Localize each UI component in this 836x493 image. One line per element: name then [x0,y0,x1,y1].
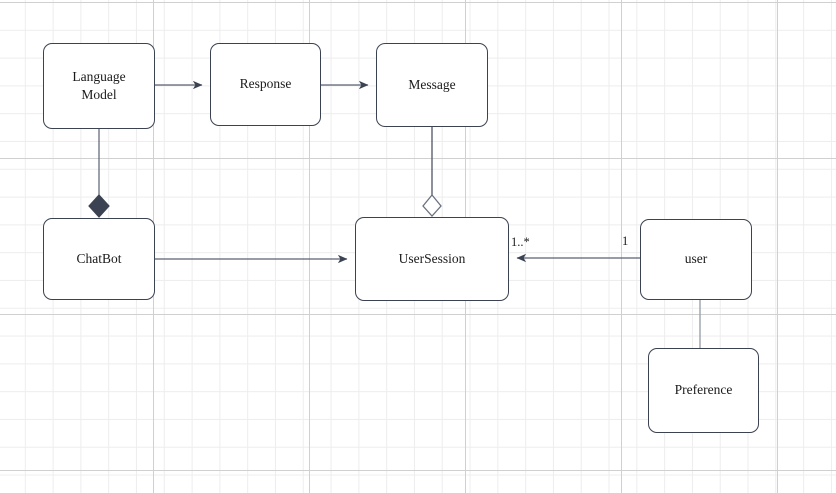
node-chatbot-label: ChatBot [76,250,122,266]
node-message-label: Message [408,76,456,92]
node-response[interactable]: Response [210,43,321,126]
multiplicity-label-user: 1 [622,234,629,248]
hollow-diamond-icon [422,193,442,217]
node-user[interactable]: user [640,219,752,300]
multiplicity-label-usersession: 1..* [511,235,530,249]
node-language-model-label-line2: Model [81,87,117,102]
node-message[interactable]: Message [376,43,488,127]
node-language-model[interactable]: Language Model [43,43,155,129]
node-preference[interactable]: Preference [648,348,759,433]
node-preference-label: Preference [674,382,733,398]
node-response-label: Response [239,76,292,92]
edge-message-to-usersession[interactable] [422,127,442,217]
filled-diamond-icon [88,194,110,218]
node-user-session-label: UserSession [398,250,466,266]
node-language-model-label-line1: Language [72,68,126,84]
node-user-session[interactable]: UserSession [355,217,509,301]
node-chatbot[interactable]: ChatBot [43,218,155,300]
node-user-label: user [684,251,708,267]
edge-language-model-to-chatbot[interactable] [88,129,110,218]
